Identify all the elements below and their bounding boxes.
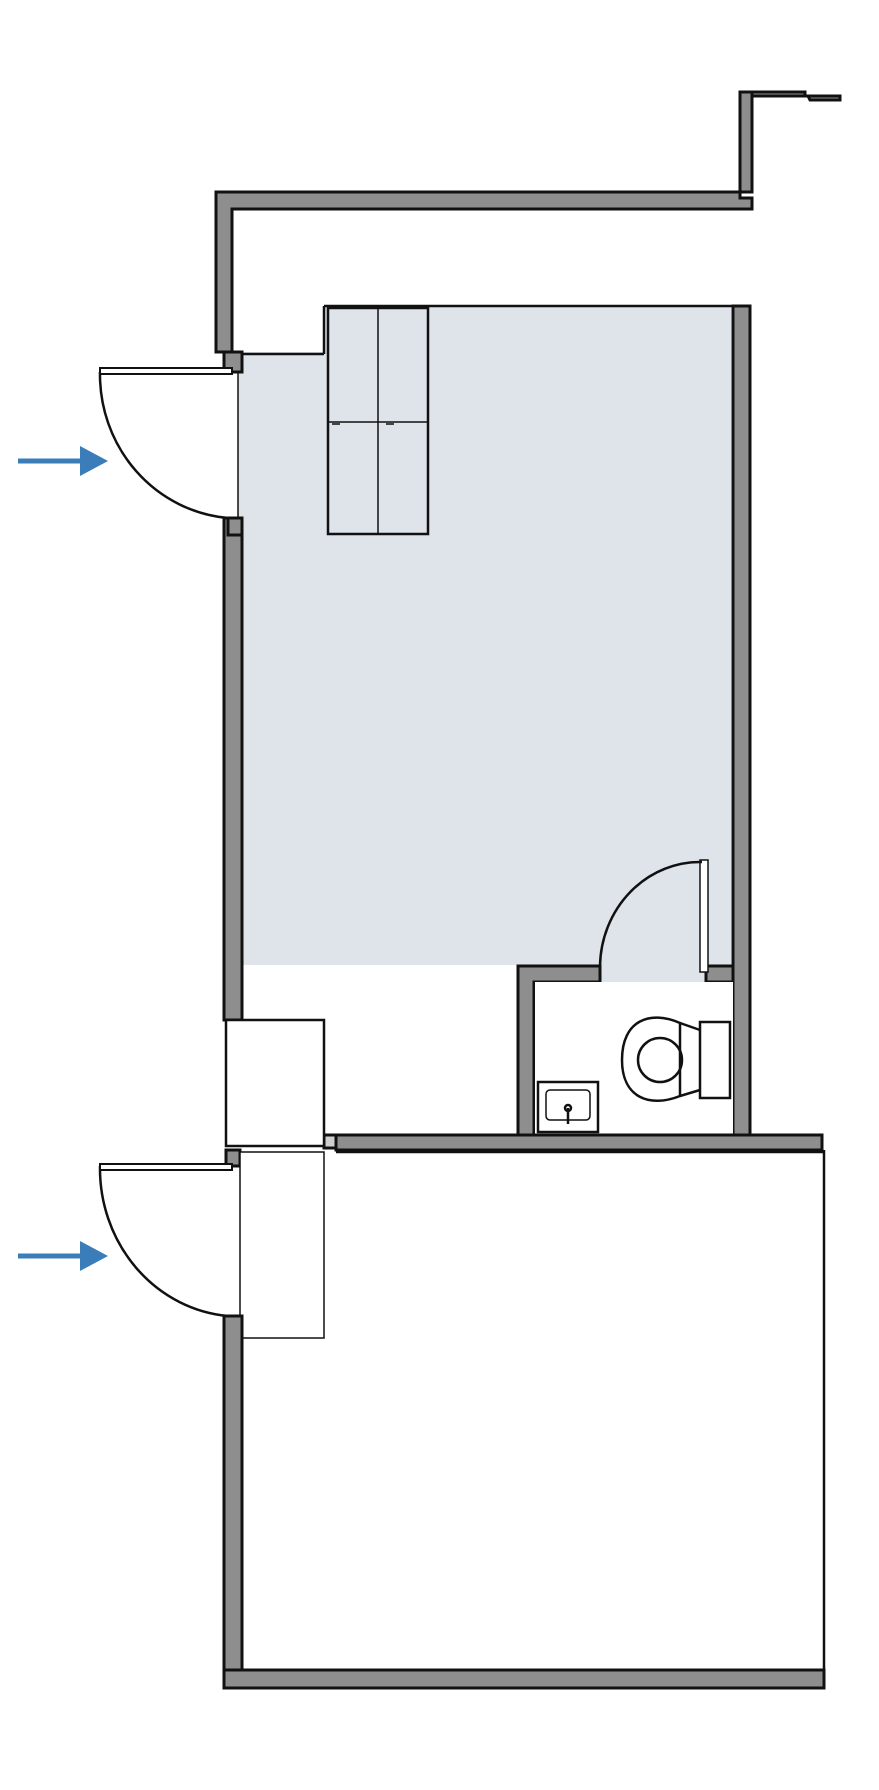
upper-left-wall: [222, 516, 244, 1022]
closet: [224, 1018, 326, 1148]
upper-door-jamb-bottom: [226, 516, 244, 537]
restroom-door-frame: [699, 859, 709, 973]
lower-left-wall: [222, 1314, 244, 1672]
upper-right-wall: [731, 304, 752, 1137]
upper-door-swing[interactable]: [98, 371, 229, 520]
top-notch-wall: [214, 90, 842, 354]
upper-entrance-arrow: [18, 446, 108, 476]
restroom-top-wall-right: [704, 964, 735, 984]
toilet: [620, 1016, 732, 1103]
lower-door-leaf[interactable]: [99, 1163, 233, 1171]
lower-bottom-wall: [222, 1668, 826, 1690]
lower-door-swing[interactable]: [98, 1165, 229, 1318]
restroom-door-swing[interactable]: [598, 860, 703, 967]
lower-room-floor: [242, 1153, 822, 1668]
middle-wall-stub: [322, 1133, 338, 1150]
sink: [536, 1080, 600, 1134]
cabinet: [326, 306, 430, 536]
middle-wall: [334, 1133, 824, 1152]
lower-entrance-arrow: [18, 1241, 108, 1271]
lower-door-threshold: [239, 1151, 325, 1339]
upper-door-leaf[interactable]: [99, 367, 233, 375]
